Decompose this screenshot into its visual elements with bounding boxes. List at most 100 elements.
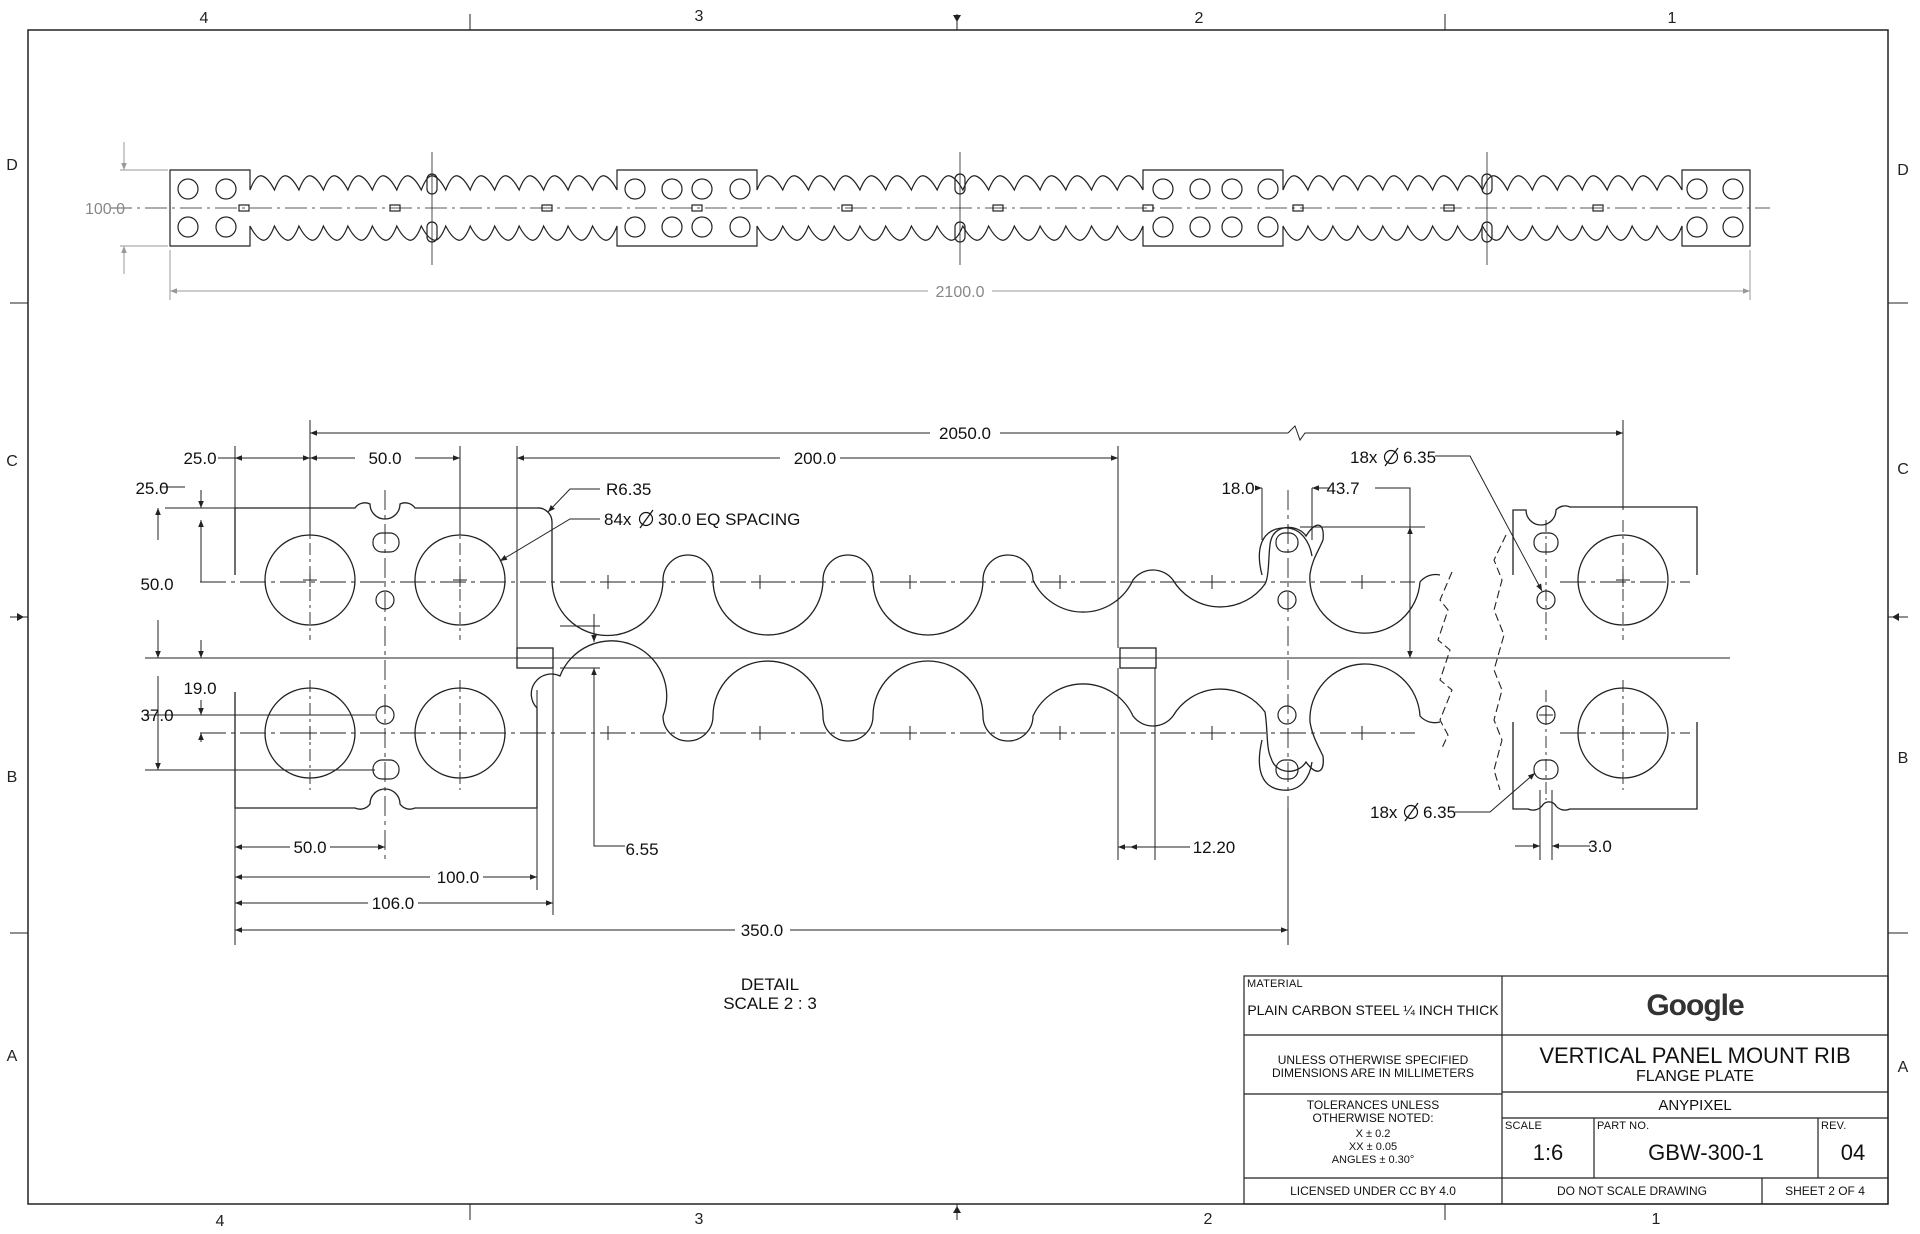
- overview-hole: [1257, 178, 1279, 200]
- overview-dim-text: 100.0 2100.0: [85, 201, 992, 301]
- detail-upper-strip-right: [1512, 505, 1698, 575]
- dim-width-18: 18.0: [1221, 479, 1254, 498]
- drawing-subtitle: FLANGE PLATE: [1636, 1068, 1754, 1085]
- overview-hole: [1686, 178, 1708, 200]
- overview-hole: [215, 178, 237, 200]
- zone-left-a: A: [7, 1048, 18, 1065]
- overview-hole: [691, 178, 713, 200]
- zone-right-c: C: [1897, 461, 1909, 478]
- note-radius: R6.35: [606, 480, 651, 499]
- detail-dimension-lines: [145, 420, 1624, 945]
- detail-caption-title: DETAIL: [741, 975, 799, 994]
- overview-lug: [1481, 173, 1493, 195]
- sheet-number: SHEET 2 OF 4: [1785, 1184, 1865, 1198]
- dim-edge-50: 50.0: [293, 838, 326, 857]
- part-number: GBW-300-1: [1648, 1140, 1764, 1165]
- overview-lug: [1481, 221, 1493, 243]
- detail-centerlines: [185, 490, 1730, 935]
- overview-hole: [1152, 216, 1174, 238]
- tolerances-line2: OTHERWISE NOTED:: [1312, 1111, 1434, 1125]
- drawing-title: VERTICAL PANEL MOUNT RIB: [1539, 1043, 1851, 1068]
- break-lines: [1437, 534, 1507, 791]
- dim-edge-100: 100.0: [437, 868, 480, 887]
- sheet-cell: SHEET 2 OF 4: [1762, 1178, 1888, 1204]
- tolerance-xx: XX ± 0.05: [1348, 1141, 1398, 1153]
- overview-hole: [1257, 216, 1279, 238]
- diameter-symbols: [638, 447, 1419, 822]
- material-cell: MATERIAL PLAIN CARBON STEEL ¼ INCH THICK: [1244, 976, 1502, 1035]
- detail-small-holes: [372, 532, 1559, 780]
- overview-hole: [729, 178, 751, 200]
- note-lower-prefix: 18x: [1370, 803, 1398, 822]
- overview-hole: [177, 178, 199, 200]
- detail-lower-strip-right: [1512, 722, 1698, 811]
- zone-top-3: 3: [695, 8, 704, 25]
- detail-upper-strip: [234, 502, 1441, 637]
- overview-hole: [1152, 178, 1174, 200]
- overview-dimensions: [120, 142, 1751, 300]
- note-upper-value: 6.35: [1403, 448, 1436, 467]
- tolerances-cell: TOLERANCES UNLESS OTHERWISE NOTED: X ± 0…: [1244, 1094, 1502, 1178]
- zone-bottom-1: 1: [1652, 1211, 1661, 1228]
- part-label: PART NO.: [1597, 1120, 1650, 1132]
- zone-bottom-3: 3: [695, 1211, 704, 1228]
- overview-lug: [426, 221, 438, 243]
- overview-hole: [177, 216, 199, 238]
- overview-lug: [954, 221, 966, 243]
- zone-left-d: D: [6, 157, 18, 174]
- dim-width-43-7: 43.7: [1326, 479, 1359, 498]
- overview-hole: [1221, 178, 1243, 200]
- material-label: MATERIAL: [1247, 978, 1303, 990]
- license-cell: LICENSED UNDER CC BY 4.0: [1244, 1178, 1502, 1204]
- dim-left-25-vertical: 25.0: [135, 479, 168, 498]
- zone-right-a: A: [1898, 1059, 1909, 1076]
- no-scale-text: DO NOT SCALE DRAWING: [1556, 1184, 1708, 1198]
- overview-hole: [624, 178, 646, 200]
- units-line1: UNLESS OTHERWISE SPECIFIED: [1277, 1053, 1469, 1067]
- license-text: LICENSED UNDER CC BY 4.0: [1290, 1184, 1456, 1198]
- tolerance-angles: ANGLES ± 0.30°: [1331, 1154, 1415, 1166]
- dim-row-37: 37.0: [140, 706, 173, 725]
- dim-overall-length: 2050.0: [939, 424, 991, 443]
- overview-length-dim: 2100.0: [936, 284, 985, 301]
- overview-view: [110, 152, 1770, 265]
- zone-bottom-2: 2: [1204, 1211, 1213, 1228]
- units-line2: DIMENSIONS ARE IN MILLIMETERS: [1271, 1066, 1475, 1080]
- detail-caption-scale: SCALE 2 : 3: [723, 994, 817, 1013]
- scale-value: 1:6: [1532, 1140, 1564, 1165]
- overview-hole: [1686, 216, 1708, 238]
- overview-hole: [1722, 216, 1744, 238]
- zone-top-1: 1: [1668, 10, 1677, 27]
- zone-right-b: B: [1898, 750, 1909, 767]
- overview-hole: [691, 216, 713, 238]
- no-scale-cell: DO NOT SCALE DRAWING: [1502, 1178, 1762, 1204]
- detail-dimension-text: 2050.0 25.0 50.0 200.0 25.0 50.0 19.0 37…: [135, 420, 1612, 1013]
- overview-tab: [238, 204, 250, 212]
- note-upper-prefix: 18x: [1350, 448, 1378, 467]
- project-name: ANYPIXEL: [1658, 1097, 1732, 1114]
- diameter-icon-holes: [638, 509, 654, 529]
- dim-hole-pitch: 50.0: [368, 449, 401, 468]
- overview-hole: [661, 178, 683, 200]
- diameter-icon-upper: [1383, 447, 1399, 467]
- scale-label: SCALE: [1505, 1120, 1543, 1132]
- material-value: PLAIN CARBON STEEL ¼ INCH THICK: [1247, 1002, 1499, 1018]
- overview-hole: [215, 216, 237, 238]
- note-lower-value: 6.35: [1423, 803, 1456, 822]
- tolerance-x: X ± 0.2: [1355, 1128, 1391, 1140]
- overview-lug: [954, 173, 966, 195]
- dim-gap-19: 19.0: [183, 679, 216, 698]
- centering-marks: [17, 15, 1899, 1213]
- zone-right-d: D: [1897, 162, 1909, 179]
- units-cell: UNLESS OTHERWISE SPECIFIED DIMENSIONS AR…: [1244, 1035, 1502, 1094]
- zone-labels: 4 3 2 1 4 3 2 1 D C B A D C B A: [6, 8, 1909, 1230]
- zone-bottom-4: 4: [216, 1213, 225, 1230]
- zone-left-c: C: [6, 453, 18, 470]
- note-holes-prefix: 84x: [604, 510, 632, 529]
- overview-hole: [1221, 216, 1243, 238]
- dim-edge-106: 106.0: [372, 894, 415, 913]
- rev-cell: REV. 04: [1818, 1118, 1888, 1178]
- overview-hole: [1189, 216, 1211, 238]
- rev-label: REV.: [1821, 1120, 1847, 1132]
